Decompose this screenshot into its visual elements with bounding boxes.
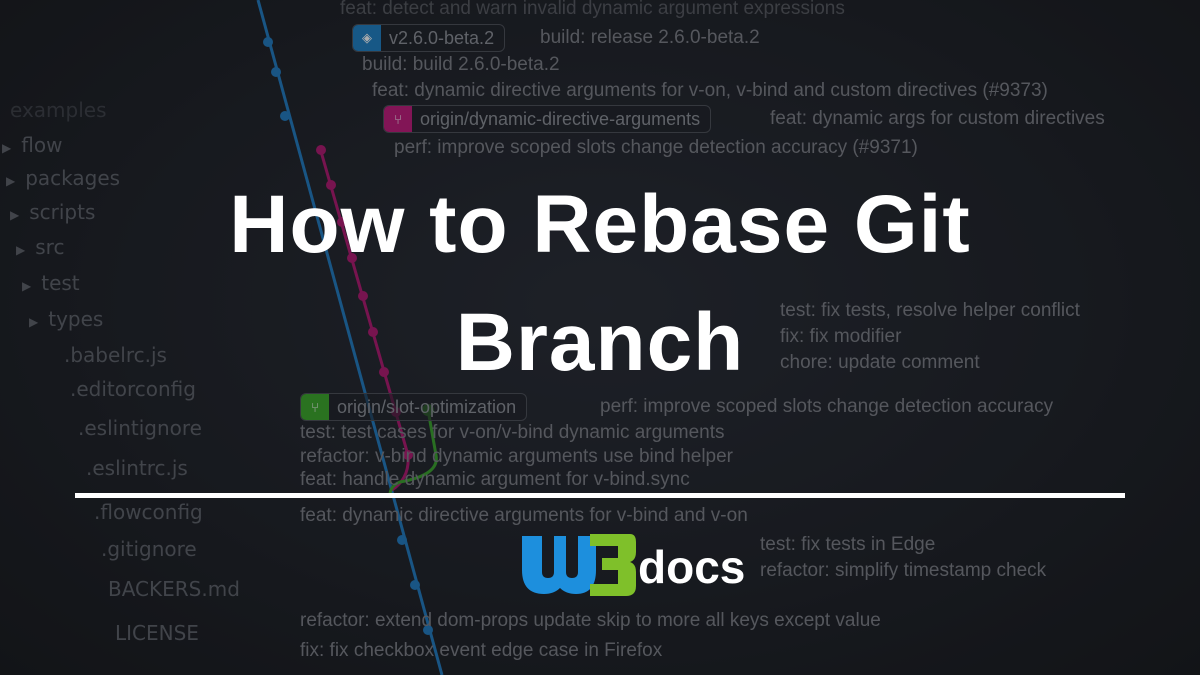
tree-item: ▶ types [29, 307, 103, 334]
commit-message: fix: fix checkbox event edge case in Fir… [300, 640, 663, 661]
tree-item: examples [10, 98, 107, 122]
branch-icon: ⑂ [301, 394, 329, 420]
tree-item: ▶ scripts [10, 200, 95, 227]
commit-message: build: build 2.6.0-beta.2 [362, 54, 560, 75]
commit-message: test: fix tests in Edge [760, 534, 936, 555]
tree-item: .gitignore [101, 537, 197, 561]
commit-message: test: fix tests, resolve helper conflict [780, 300, 1080, 321]
tree-label: .gitignore [101, 537, 197, 561]
commit-message: feat: detect and warn invalid dynamic ar… [340, 0, 845, 19]
commit-message: refactor: simplify timestamp check [760, 560, 1047, 581]
tree-label: LICENSE [115, 621, 199, 645]
tree-label: .eslintignore [78, 416, 202, 440]
tree-item: .flowconfig [94, 500, 203, 524]
commit-dot [358, 291, 368, 301]
commit-message: feat: dynamic directive arguments for v-… [372, 80, 1048, 101]
expand-icon: ▶ [22, 279, 32, 293]
slot-branch-line [388, 409, 438, 496]
expand-icon: ▶ [16, 243, 26, 257]
branch-label: origin/slot-optimization [337, 396, 517, 417]
divider [75, 493, 1125, 498]
branch-label: origin/dynamic-directive-arguments [420, 108, 701, 129]
commit-dot [271, 67, 281, 77]
tag-badge: ◈ v2.6.0-beta.2 [352, 24, 506, 52]
tree-label: types [48, 307, 104, 331]
w3-logo-mark [522, 534, 636, 596]
tree-label: examples [10, 98, 107, 122]
commit-message: refactor: extend dom-props update skip t… [300, 610, 881, 631]
title-line-1: How to Rebase Git [229, 179, 971, 270]
tree-item: .editorconfig [70, 377, 196, 401]
commit-message: perf: improve scoped slots change detect… [600, 396, 1054, 417]
tree-item: ▶ packages [6, 166, 120, 193]
tree-item: ▶ src [16, 235, 64, 262]
commit-dot [410, 580, 420, 590]
tree-label: src [35, 235, 65, 259]
commit-message: chore: update comment [780, 352, 980, 373]
tree-label: .editorconfig [70, 377, 196, 401]
commit-message: build: release 2.6.0-beta.2 [540, 27, 760, 48]
commit-dot [326, 180, 336, 190]
tree-item: LICENSE [115, 621, 199, 645]
commit-dot [368, 327, 378, 337]
tree-item: .babelrc.js [64, 343, 167, 367]
commit-dot [379, 367, 389, 377]
tree-label: flow [21, 133, 63, 157]
title-line-2: Branch [455, 297, 745, 388]
tree-item: .eslintignore [78, 416, 202, 440]
w3docs-logo: docs [518, 530, 745, 598]
expand-icon: ▶ [2, 141, 12, 155]
tree-label: test [41, 271, 80, 295]
commit-dot [423, 625, 433, 635]
tree-label: .babelrc.js [64, 343, 167, 367]
commit-dot [397, 535, 407, 545]
main-branch-line [256, 0, 444, 675]
commit-dot [263, 37, 273, 47]
expand-icon: ▶ [6, 174, 16, 188]
tree-item: ▶ flow [2, 133, 62, 160]
commit-message: refactor: v-bind dynamic arguments use b… [300, 446, 734, 467]
expand-icon: ▶ [29, 315, 39, 329]
commit-dot [347, 253, 357, 263]
tag-label: v2.6.0-beta.2 [389, 27, 495, 48]
commit-dot [337, 217, 347, 227]
tag-icon: ◈ [353, 25, 381, 51]
tree-item: .eslintrc.js [86, 456, 188, 480]
branch-badge: ⑂ origin/slot-optimization [300, 393, 528, 421]
commit-dot [280, 111, 290, 121]
branch-badge: ⑂ origin/dynamic-directive-arguments [383, 105, 712, 133]
tree-label: .flowconfig [94, 500, 203, 524]
expand-icon: ▶ [10, 208, 20, 222]
commit-message: feat: dynamic args for custom directives [770, 108, 1105, 129]
branch-icon: ⑂ [384, 106, 412, 132]
tree-item: ▶ test [22, 271, 80, 298]
commit-message: perf: improve scoped slots change detect… [394, 137, 918, 158]
commit-message: fix: fix modifier [780, 326, 902, 347]
commit-message: feat: dynamic directive arguments for v-… [300, 505, 748, 526]
logo-text: docs [638, 541, 746, 593]
tree-label: BACKERS.md [108, 577, 240, 601]
tree-label: scripts [29, 200, 96, 224]
tree-label: .eslintrc.js [86, 456, 188, 480]
commit-dot [403, 450, 413, 460]
commit-dot [316, 145, 326, 155]
commit-message: test: test cases for v-on/v-bind dynamic… [300, 422, 725, 443]
commit-message: feat: handle dynamic argument for v-bind… [300, 469, 690, 490]
tree-label: packages [25, 166, 121, 190]
tree-item: BACKERS.md [108, 577, 240, 601]
